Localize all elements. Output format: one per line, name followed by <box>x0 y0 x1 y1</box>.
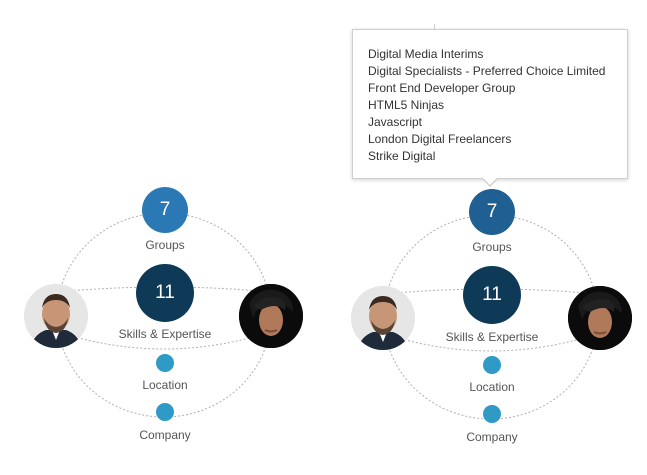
tooltip-arrow-fill <box>483 178 497 185</box>
location-label: Location <box>142 378 188 392</box>
skills-count-badge[interactable]: 11 <box>463 266 521 324</box>
skills-label: Skills & Expertise <box>445 330 539 344</box>
groups-label: Groups <box>472 240 512 254</box>
skills-label: Skills & Expertise <box>118 327 212 341</box>
group-item[interactable]: Javascript <box>368 115 423 129</box>
avatar-left-person[interactable] <box>351 286 415 350</box>
group-item[interactable]: Digital Media Interims <box>368 47 484 61</box>
connection-panel-right: 7 Groups 11 Skills & Expertise Location … <box>327 0 647 475</box>
groups-list: Digital Media Interims Digital Specialis… <box>368 46 627 165</box>
connection-panel-left: 7 Groups 11 Skills & Expertise Location … <box>0 0 320 475</box>
groups-label: Groups <box>145 238 185 252</box>
groups-tooltip: Digital Media Interims Digital Specialis… <box>352 29 628 179</box>
group-item[interactable]: Digital Specialists - Preferred Choice L… <box>368 64 606 78</box>
groups-count-badge[interactable]: 7 <box>469 189 515 235</box>
company-dot[interactable] <box>156 403 174 421</box>
company-label: Company <box>466 430 518 444</box>
group-item[interactable]: Front End Developer Group <box>368 81 516 95</box>
group-item[interactable]: Strike Digital <box>368 149 436 163</box>
location-dot[interactable] <box>483 356 501 374</box>
company-dot[interactable] <box>483 405 501 423</box>
avatar-right-person[interactable] <box>568 286 632 350</box>
location-dot[interactable] <box>156 354 174 372</box>
group-item[interactable]: HTML5 Ninjas <box>368 98 445 112</box>
avatar-right-person[interactable] <box>239 284 303 348</box>
skills-count-badge[interactable]: 11 <box>136 264 194 322</box>
groups-count-badge[interactable]: 7 <box>142 187 188 233</box>
company-label: Company <box>139 428 191 442</box>
tooltip-top-tick <box>434 24 435 30</box>
group-item[interactable]: London Digital Freelancers <box>368 132 512 146</box>
avatar-left-person[interactable] <box>24 284 88 348</box>
location-label: Location <box>469 380 515 394</box>
